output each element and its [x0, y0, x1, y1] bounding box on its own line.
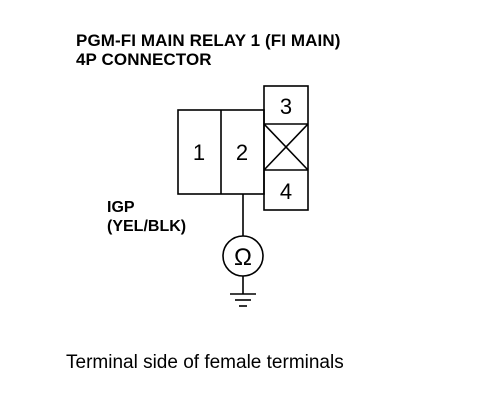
unused-terminal-cross-icon	[263, 123, 309, 171]
diagram-subtitle: 4P CONNECTOR	[76, 50, 212, 69]
diagram-caption: Terminal side of female terminals	[66, 352, 344, 373]
diagram-title: PGM-FI MAIN RELAY 1 (FI MAIN)	[76, 31, 341, 50]
connector-4p	[177, 85, 309, 211]
ground-icon	[230, 293, 256, 307]
wire-name-label: IGP	[107, 199, 135, 216]
terminal-2-label: 2	[236, 140, 248, 165]
terminal-4-label: 4	[280, 179, 292, 204]
wire-color-label: (YEL/BLK)	[107, 218, 187, 235]
ohmmeter-icon: Ω	[222, 235, 264, 277]
terminal-1-label: 1	[193, 140, 205, 165]
ohm-symbol: Ω	[234, 244, 252, 271]
terminal-3-label: 3	[280, 94, 292, 119]
connector-raised-section	[263, 85, 309, 211]
